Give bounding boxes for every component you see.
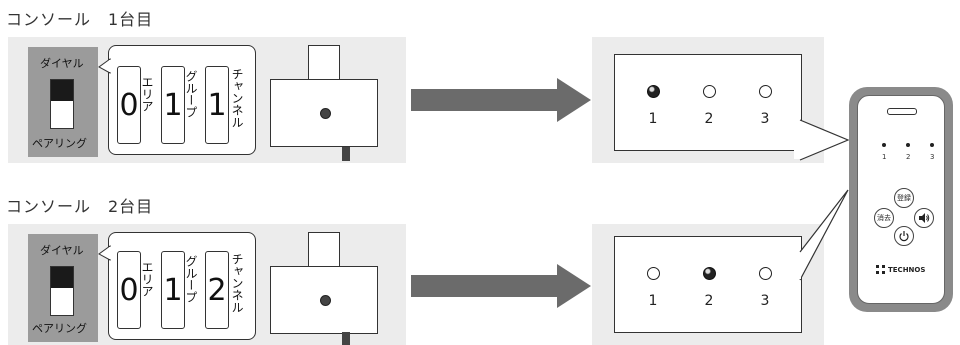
led-num-2: 2 (704, 111, 714, 127)
group-digit: 1 (161, 66, 185, 144)
led-num-3: 3 (760, 293, 770, 309)
indicator-num-2: 2 (906, 153, 911, 161)
led-2 (703, 267, 716, 280)
area-label: エリア (140, 261, 154, 297)
indicator-2 (906, 143, 910, 147)
channel-label: チャンネル (230, 253, 244, 313)
indicator-num-1: 1 (882, 153, 887, 161)
group-label: グループ (184, 255, 198, 303)
led-panel-2: 1 2 3 (592, 224, 824, 345)
power-icon (899, 231, 909, 242)
pairing-label: ペアリング (32, 137, 87, 150)
console-device-top (308, 232, 340, 268)
console2-panel: ダイヤル ペアリング 0 エリア 1 グループ 2 チャンネル (8, 224, 406, 345)
led-3 (759, 85, 772, 98)
console2-title: コンソール 2台目 (6, 197, 154, 216)
led-num-3: 3 (760, 111, 770, 127)
led-display-1: 1 2 3 (614, 54, 802, 151)
dial-box: ダイヤル ペアリング (28, 234, 98, 342)
pairing-dial-switch[interactable] (50, 79, 74, 129)
led-display-2: 1 2 3 (614, 236, 802, 333)
led-num-1: 1 (648, 293, 658, 309)
channel-label: チャンネル (230, 68, 244, 128)
channel-digit: 2 (205, 251, 229, 329)
setting-bubble: 0 エリア 1 グループ 2 チャンネル (108, 232, 256, 340)
pairing-dial-switch[interactable] (50, 266, 74, 316)
brand-name: TECHNOS (888, 265, 926, 274)
register-button[interactable]: 登録 (894, 188, 914, 208)
remote-speaker-slot (887, 108, 917, 115)
led-2 (703, 85, 716, 98)
console-device (270, 266, 378, 334)
group-label: グループ (184, 70, 198, 118)
led-3 (759, 267, 772, 280)
arrow-2-head (557, 264, 591, 308)
area-digit: 0 (117, 251, 141, 329)
volume-button[interactable] (914, 208, 934, 228)
device-dot (320, 295, 331, 306)
dial-label: ダイヤル (40, 244, 84, 257)
indicator-1 (882, 143, 886, 147)
clear-button[interactable]: 消去 (874, 208, 894, 228)
console-device-top (308, 45, 340, 81)
dial-label: ダイヤル (40, 57, 84, 70)
technos-logo-icon (876, 265, 885, 274)
led-num-2: 2 (704, 293, 714, 309)
dial-knob (51, 80, 73, 102)
led-1 (647, 267, 660, 280)
dial-box: ダイヤル ペアリング (28, 47, 98, 157)
volume-icon (919, 213, 930, 223)
bubble-tail (98, 58, 111, 74)
led-num-1: 1 (648, 111, 658, 127)
arrow-1-head (557, 78, 591, 122)
callout-lines (794, 119, 850, 281)
arrow-2 (411, 275, 559, 297)
led-1 (647, 85, 660, 98)
arrow-1 (411, 89, 559, 111)
setting-bubble: 0 エリア 1 グループ 1 チャンネル (108, 45, 256, 155)
area-digit: 0 (117, 66, 141, 144)
channel-digit: 1 (205, 66, 229, 144)
bubble-tail (98, 245, 111, 261)
pairing-label: ペアリング (32, 322, 87, 335)
indicator-3 (930, 143, 934, 147)
device-connector (342, 147, 350, 161)
group-digit: 1 (161, 251, 185, 329)
console1-panel: ダイヤル ペアリング 0 エリア 1 グループ 1 チャンネル (8, 37, 406, 163)
remote-frame: 1 2 3 登録 消去 TECHNOS (849, 87, 953, 312)
console-device (270, 79, 378, 147)
indicator-num-3: 3 (930, 153, 935, 161)
dial-knob (51, 267, 73, 289)
led-panel-1: 1 2 3 (592, 37, 824, 163)
remote-body: 1 2 3 登録 消去 TECHNOS (857, 95, 945, 304)
console1-title: コンソール 1台目 (6, 10, 154, 29)
brand-logo: TECHNOS (876, 265, 925, 274)
device-dot (320, 108, 331, 119)
device-connector (342, 332, 350, 345)
power-button[interactable] (894, 226, 914, 246)
area-label: エリア (140, 76, 154, 112)
